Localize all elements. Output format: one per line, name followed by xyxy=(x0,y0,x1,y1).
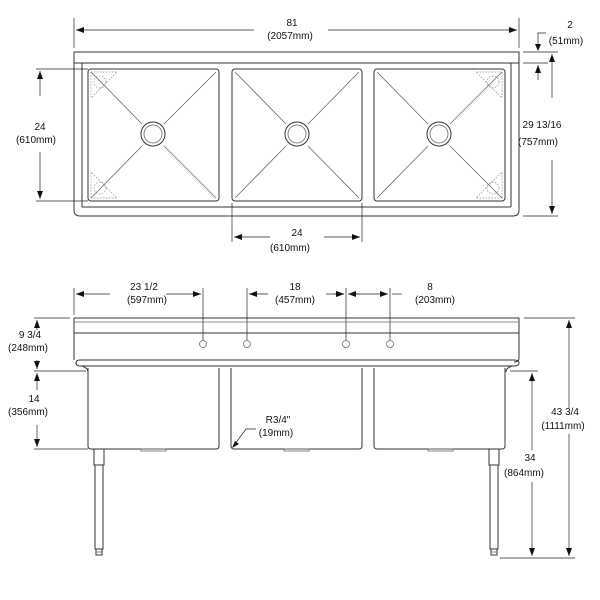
rim-height-in: 34 xyxy=(524,453,536,464)
drain-outlet xyxy=(140,448,167,452)
drain-icon xyxy=(140,121,166,147)
bowl-width-mm: (610mm) xyxy=(270,243,310,254)
bowl-depth-mm: (610mm) xyxy=(16,135,56,146)
bowl-depth-in: 24 xyxy=(34,122,46,133)
drain-outlet xyxy=(283,448,310,452)
leg-right xyxy=(488,448,500,556)
faucet-spacing-in: 18 xyxy=(289,282,301,293)
bowl-right xyxy=(373,68,506,202)
backsplash-top xyxy=(73,51,520,64)
bowl-width-in: 24 xyxy=(291,228,303,239)
bowl-outline xyxy=(231,68,363,202)
corner-bracket xyxy=(90,171,118,199)
rim-height-mm: (864mm) xyxy=(504,468,544,479)
bowl-height-mm: (356mm) xyxy=(8,407,48,418)
backsplash-height-in: 9 3/4 xyxy=(19,330,42,341)
faucet-center-mm: (203mm) xyxy=(415,295,455,306)
bowl-left xyxy=(87,68,220,202)
faucet-center-in: 8 xyxy=(427,282,433,293)
rim-edge xyxy=(75,359,520,367)
faucet-spacing-mm: (457mm) xyxy=(275,295,315,306)
faucet-offset-in: 23 1/2 xyxy=(130,282,158,293)
faucet-hole-icon xyxy=(342,340,350,348)
drain-outlet xyxy=(427,448,454,452)
backsplash-depth-mm: (51mm) xyxy=(549,36,583,47)
leg-left xyxy=(93,448,105,556)
overall-width-in: 81 xyxy=(286,18,298,29)
top-view: 81 (2057mm) xyxy=(16,18,583,254)
bowl-height-in: 14 xyxy=(28,394,40,405)
bowl-outline xyxy=(87,68,220,202)
backsplash-height-mm: (248mm) xyxy=(8,343,48,354)
corner-bracket xyxy=(475,71,503,99)
corner-bracket xyxy=(475,171,503,199)
corner-bracket xyxy=(90,71,118,99)
faucet-hole-icon xyxy=(386,340,394,348)
backsplash-depth-in: 2 xyxy=(567,20,573,31)
bowl-front-left xyxy=(87,368,220,450)
bowl-middle xyxy=(231,68,363,202)
sink-outer-outline xyxy=(73,63,520,217)
overall-width-mm: (2057mm) xyxy=(267,31,313,42)
drain-icon xyxy=(284,121,310,147)
corner-radius-mm: (19mm) xyxy=(259,428,293,439)
overall-height-mm: (1111mm) xyxy=(541,421,584,432)
bowl-front-middle xyxy=(230,368,363,450)
backsplash-front xyxy=(74,317,520,363)
bowl-outline xyxy=(373,68,506,202)
overall-depth-mm: (757mm) xyxy=(518,137,558,148)
corner-radius-in: R3/4" xyxy=(266,415,291,426)
drain-icon xyxy=(426,121,452,147)
front-view: 23 1/2 (597mm) 18 (457mm) 8 (203mm) xyxy=(8,282,585,559)
faucet-offset-mm: (597mm) xyxy=(127,295,167,306)
bowl-front-right xyxy=(373,368,506,450)
overall-depth-in: 29 13/16 xyxy=(523,120,562,131)
faucet-hole-icon xyxy=(243,340,251,348)
overall-height-in: 43 3/4 xyxy=(551,407,579,418)
faucet-hole-icon xyxy=(199,340,207,348)
